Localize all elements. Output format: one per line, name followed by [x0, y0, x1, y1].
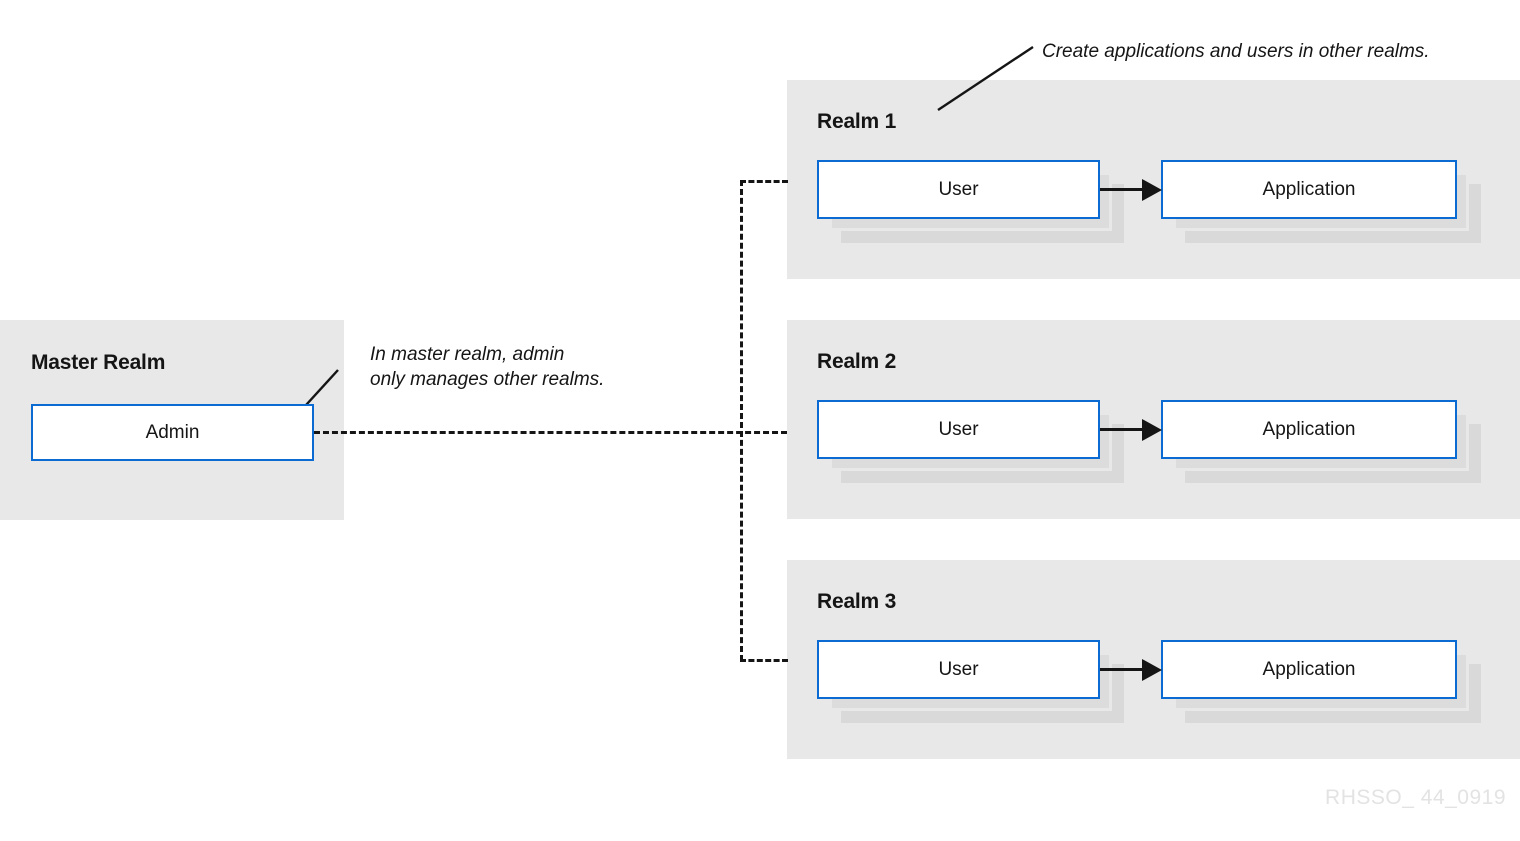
- realm-1-user-box: User: [817, 160, 1100, 219]
- realm-2-application-node: Application: [1161, 400, 1481, 483]
- realm-2-user-node: User: [817, 400, 1124, 483]
- arrow-shaft: [1100, 668, 1146, 671]
- master-realm-title: Master Realm: [31, 351, 166, 374]
- arrow-shaft: [1100, 188, 1146, 191]
- realm-3-user-box: User: [817, 640, 1100, 699]
- realm-3-panel: Realm 3 User Application: [787, 560, 1520, 759]
- admin-node-box: Admin: [31, 404, 314, 461]
- admin-to-realms-connector: [314, 431, 787, 434]
- arrow-head-icon: [1142, 659, 1162, 681]
- arrow-shaft: [1100, 428, 1146, 431]
- master-annotation-text: In master realm, admin only manages othe…: [370, 344, 605, 390]
- realm-3-application-node: Application: [1161, 640, 1481, 723]
- realm-3-title: Realm 3: [817, 590, 897, 613]
- realm-2-panel: Realm 2 User Application: [787, 320, 1520, 519]
- admin-node: Admin: [31, 404, 314, 461]
- realm-1-title: Realm 1: [817, 110, 897, 133]
- arrow-head-icon: [1142, 419, 1162, 441]
- realm-3-user-node: User: [817, 640, 1124, 723]
- realm-2-application-box: Application: [1161, 400, 1457, 459]
- realms-trunk-connector: [740, 180, 743, 661]
- realm-1-panel: Realm 1 User Application: [787, 80, 1520, 279]
- realm-2-user-box: User: [817, 400, 1100, 459]
- realm-1-branch-connector: [740, 180, 788, 183]
- realm-3-application-box: Application: [1161, 640, 1457, 699]
- watermark-label: RHSSO_ 44_0919: [1325, 786, 1506, 809]
- realm-1-application-node: Application: [1161, 160, 1481, 243]
- arrow-head-icon: [1142, 179, 1162, 201]
- realm-1-user-node: User: [817, 160, 1124, 243]
- master-realm-panel: Master Realm Admin: [0, 320, 344, 520]
- realms-annotation-text: Create applications and users in other r…: [1042, 41, 1430, 62]
- realm-1-user-to-app-arrow: [1100, 179, 1162, 201]
- realm-1-application-box: Application: [1161, 160, 1457, 219]
- realms-annotation-leader-line: [937, 45, 1034, 112]
- realm-3-user-to-app-arrow: [1100, 659, 1162, 681]
- realm-3-branch-connector: [740, 659, 788, 662]
- realm-2-title: Realm 2: [817, 350, 897, 373]
- realm-2-user-to-app-arrow: [1100, 419, 1162, 441]
